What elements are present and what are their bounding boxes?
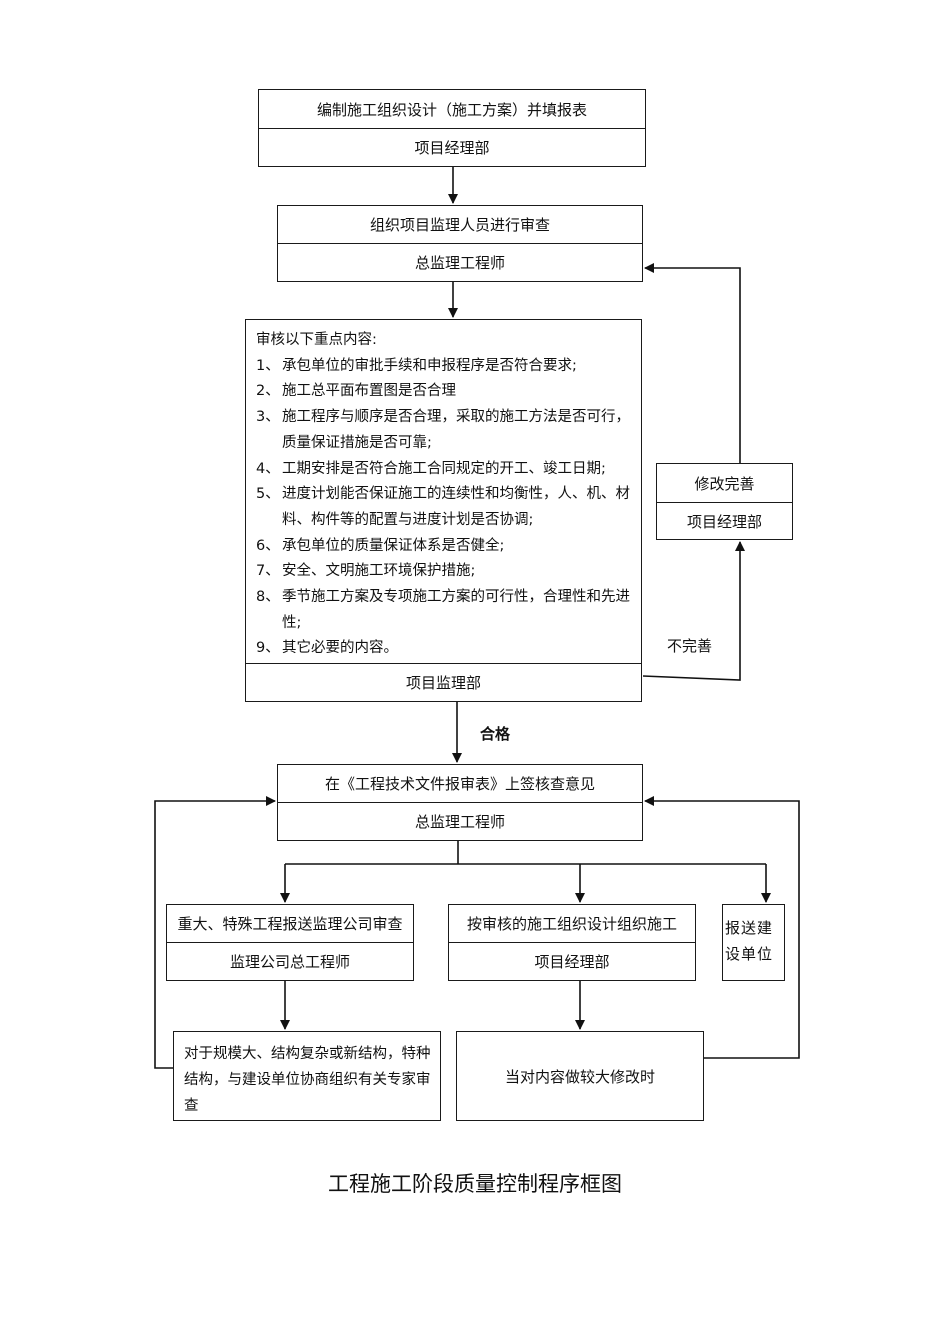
checklist-item-text: 其它必要的内容。 — [282, 640, 398, 657]
arrow-revise-to-b2 — [644, 263, 741, 463]
checklist-item: 3、施工程序与顺序是否合理，采取的施工方法是否可行，质量保证措施是否可靠; — [256, 405, 633, 456]
checklist-item-text: 工期安排是否符合施工合同规定的开工、竣工日期; — [282, 460, 606, 477]
arrow-incomplete-to-revise — [642, 541, 745, 681]
checklist-item: 7、安全、文明施工环境保护措施; — [256, 559, 633, 585]
step-organize-review-title: 组织项目监理人员进行审查 — [369, 216, 550, 234]
checklist-item-text: 承包单位的质量保证体系是否健全; — [282, 537, 505, 554]
review-checklist-heading: 审核以下重点内容: — [256, 332, 377, 348]
checklist-item: 2、施工总平面布置图是否合理 — [256, 379, 633, 405]
checklist-item-number: 4、 — [256, 460, 280, 477]
divider — [278, 243, 642, 244]
major-project-review-title: 重大、特殊工程报送监理公司审查 — [177, 915, 403, 933]
revise-box: 修改完善 项目经理部 — [656, 463, 793, 540]
major-revision-text: 当对内容做较大修改时 — [504, 1067, 655, 1086]
construct-by-design-box: 按审核的施工组织设计组织施工 项目经理部 — [448, 904, 696, 981]
checklist-item-text: 季节施工方案及专项施工方案的可行性，合理性和先进性; — [282, 589, 630, 631]
submit-to-owner-box: 报送建设单位 — [722, 904, 785, 981]
divider — [449, 942, 695, 943]
major-revision-box: 当对内容做较大修改时 — [456, 1031, 704, 1121]
review-checklist: 审核以下重点内容: 1、承包单位的审批手续和申报程序是否符合要求; 2、施工总平… — [256, 328, 633, 662]
step-organize-review-box: 组织项目监理人员进行审查 总监理工程师 — [277, 205, 643, 282]
checklist-item-number: 6、 — [256, 537, 280, 554]
checklist-item-text: 施工程序与顺序是否合理，采取的施工方法是否可行，质量保证措施是否可靠; — [282, 409, 630, 451]
major-project-review-box: 重大、特殊工程报送监理公司审查 监理公司总工程师 — [166, 904, 414, 981]
checklist-item-text: 施工总平面布置图是否合理 — [282, 383, 456, 400]
revise-title: 修改完善 — [694, 474, 755, 493]
checklist-item: 6、承包单位的质量保证体系是否健全; — [256, 534, 633, 560]
construct-by-design-title: 按审核的施工组织设计组织施工 — [466, 915, 677, 933]
figure-caption: 工程施工阶段质量控制程序框图 — [328, 1172, 622, 1196]
expert-review-text: 对于规模大、结构复杂或新结构，特种结构，与建设单位协商组织有关专家审查 — [184, 1046, 431, 1114]
submit-to-owner-text: 报送建设单位 — [725, 919, 774, 963]
checklist-item: 9、其它必要的内容。 — [256, 636, 633, 662]
divider — [278, 802, 642, 803]
checklist-item: 5、进度计划能否保证施工的连续性和均衡性，人、机、材料、构件等的配置与进度计划是… — [256, 482, 633, 533]
arrow-b8-loop-to-b4 — [154, 796, 276, 1069]
sign-opinion-role: 总监理工程师 — [414, 813, 505, 831]
expert-review-box: 对于规模大、结构复杂或新结构，特种结构，与建设单位协商组织有关专家审查 — [173, 1031, 441, 1121]
review-checklist-box: 审核以下重点内容: 1、承包单位的审批手续和申报程序是否符合要求; 2、施工总平… — [245, 319, 642, 702]
checklist-item-number: 7、 — [256, 563, 280, 580]
checklist-item-text: 进度计划能否保证施工的连续性和均衡性，人、机、材料、构件等的配置与进度计划是否协… — [282, 486, 630, 528]
qualified-label: 合格 — [480, 725, 511, 743]
incomplete-label: 不完善 — [667, 637, 713, 655]
checklist-item-number: 9、 — [256, 640, 280, 657]
checklist-item: 1、承包单位的审批手续和申报程序是否符合要求; — [256, 354, 633, 380]
checklist-item: 4、工期安排是否符合施工合同规定的开工、竣工日期; — [256, 457, 633, 483]
construct-by-design-role: 项目经理部 — [534, 953, 610, 971]
revise-role: 项目经理部 — [686, 512, 762, 531]
divider — [167, 942, 413, 943]
checklist-item-number: 5、 — [256, 486, 280, 503]
arrow-b9-loop-to-b4 — [644, 796, 800, 1059]
sign-opinion-box: 在《工程技术文件报审表》上签核查意见 总监理工程师 — [277, 764, 643, 841]
checklist-item-number: 3、 — [256, 409, 280, 426]
review-checklist-role: 项目监理部 — [405, 674, 481, 692]
checklist-item-text: 承包单位的审批手续和申报程序是否符合要求; — [282, 357, 577, 374]
divider — [246, 663, 641, 664]
checklist-item: 8、季节施工方案及专项施工方案的可行性，合理性和先进性; — [256, 585, 633, 636]
checklist-item-number: 2、 — [256, 383, 280, 400]
step-prepare-design-role: 项目经理部 — [414, 139, 490, 157]
checklist-item-number: 8、 — [256, 589, 280, 606]
major-project-review-role: 监理公司总工程师 — [229, 953, 350, 971]
step-prepare-design-title: 编制施工组织设计（施工方案）并填报表 — [316, 100, 587, 119]
checklist-item-text: 安全、文明施工环境保护措施; — [282, 563, 476, 580]
checklist-item-number: 1、 — [256, 357, 280, 374]
step-prepare-design-box: 编制施工组织设计（施工方案）并填报表 项目经理部 — [258, 89, 646, 167]
divider — [657, 502, 792, 503]
divider — [259, 128, 645, 129]
step-organize-review-role: 总监理工程师 — [414, 254, 505, 272]
sign-opinion-title: 在《工程技术文件报审表》上签核查意见 — [324, 775, 595, 793]
